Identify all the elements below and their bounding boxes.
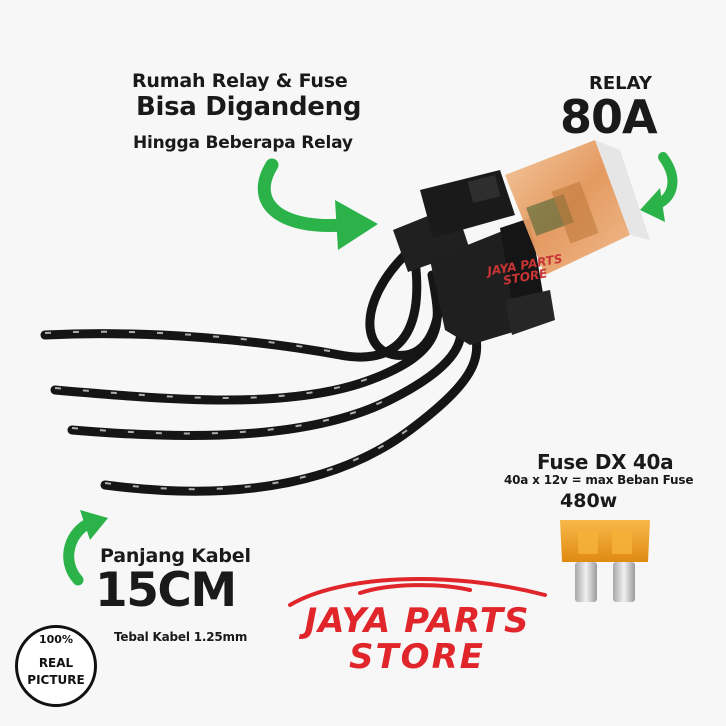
badge-line-2: PICTURE — [27, 673, 85, 687]
wire-1 — [40, 255, 422, 362]
relay-socket — [393, 170, 555, 345]
relay-value: 80A — [560, 90, 658, 144]
arrow-head-1 — [335, 200, 378, 250]
fuse-title: Fuse DX 40a — [537, 450, 674, 474]
headline-line-1: Rumah Relay & Fuse — [132, 70, 348, 92]
fuse-formula: 40a x 12v = max Beban Fuse — [504, 473, 694, 487]
curved-arrow-icon — [257, 158, 352, 233]
wire-loop — [365, 250, 445, 360]
cable-thickness: Tebal Kabel 1.25mm — [114, 630, 248, 644]
cable-label: Panjang Kabel — [100, 545, 251, 567]
wire-4 — [100, 310, 482, 496]
relay-label: RELAY — [589, 73, 652, 94]
relay-body — [505, 140, 650, 275]
headline-line-3: Hingga Beberapa Relay — [133, 133, 353, 153]
fuse — [560, 520, 650, 602]
brand-line-2: STORE — [349, 637, 485, 677]
cable-length: 15CM — [95, 563, 237, 618]
arrow-head-2 — [640, 188, 665, 222]
fuse-watt: 480w — [560, 490, 618, 512]
brand-logo: JAYA PARTS STORE — [282, 603, 552, 675]
badge-percent: 100% — [39, 633, 73, 646]
wires — [40, 250, 482, 496]
arrow-head-3 — [80, 510, 108, 540]
wire-highlights — [44, 330, 411, 491]
badge-line-1: REAL — [38, 656, 74, 670]
brand-line-1: JAYA PARTS — [304, 601, 530, 641]
real-picture-badge: 100% REAL PICTURE — [15, 625, 97, 707]
car-swoosh-icon — [288, 577, 547, 607]
headline-line-2: Bisa Digandeng — [136, 92, 362, 122]
